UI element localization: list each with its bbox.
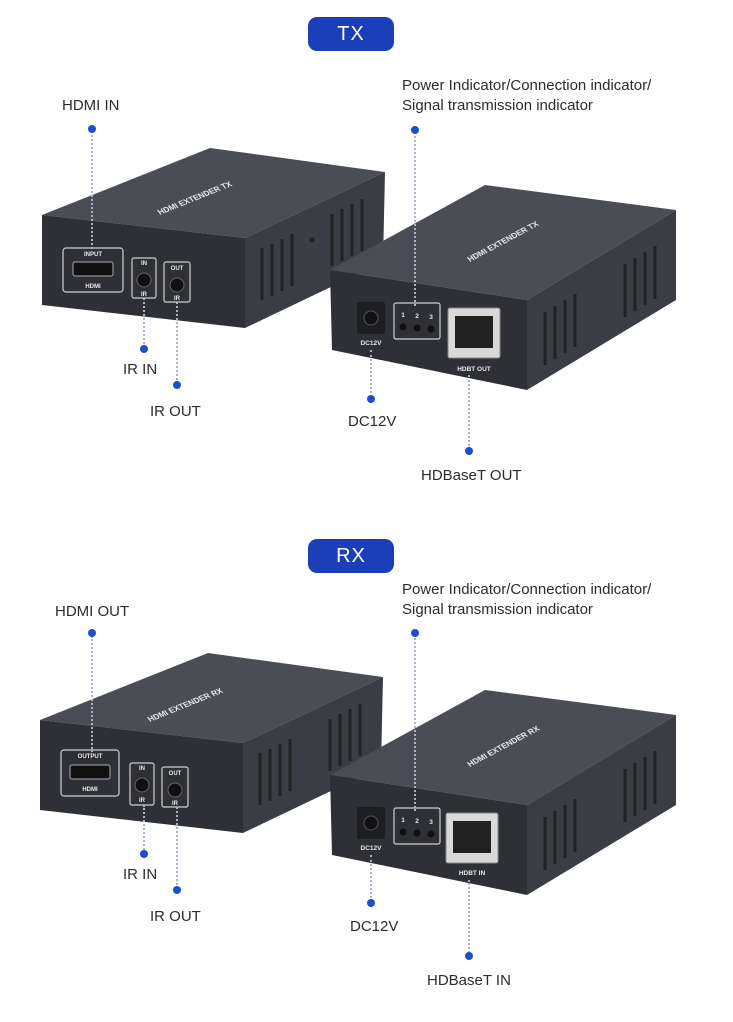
leader-dc — [370, 855, 372, 902]
dot-indicator — [411, 629, 419, 637]
rx-device-illustration: HDMI EXTENDER RX OUTPUT HDMI IN IR OUT I… — [40, 653, 676, 895]
svg-text:INPUT: INPUT — [84, 252, 102, 258]
svg-text:2: 2 — [415, 313, 419, 320]
leader-indicator — [414, 131, 416, 306]
dc12v-label: DC12V — [348, 413, 397, 430]
leader-hdbaset — [468, 880, 470, 953]
hdbaset-out-label: HDBaseT OUT — [421, 467, 522, 484]
dot-indicator — [411, 126, 419, 134]
svg-text:HDBT OUT: HDBT OUT — [457, 366, 491, 373]
leader-hdmi — [91, 131, 93, 249]
rx-badge: RX — [308, 539, 394, 573]
rx-left-device: HDMI EXTENDER RX OUTPUT HDMI IN IR OUT I… — [40, 653, 383, 833]
svg-text:2: 2 — [415, 818, 419, 825]
indicator-label-line2: Signal transmission indicator — [402, 97, 593, 114]
svg-text:OUT: OUT — [169, 771, 182, 777]
svg-text:HDMI: HDMI — [82, 787, 98, 793]
dot-hdbaset — [465, 952, 473, 960]
hdmi-out-label: HDMI OUT — [55, 603, 130, 620]
svg-text:IR: IR — [141, 292, 148, 298]
tx-badge: TX — [308, 17, 394, 51]
svg-text:HDMI: HDMI — [85, 284, 101, 290]
dot-hdmi — [88, 125, 96, 133]
leader-ir-out — [176, 807, 178, 889]
rx-right-device: HDMI EXTENDER RX DC12V 1 2 3 HDBT IN — [330, 690, 676, 895]
hdmi-in-label: HDMI IN — [62, 97, 120, 114]
dot-dc — [367, 899, 375, 907]
tx-left-device: HDMI EXTENDER TX INPUT HDMI IN IR OUT IR — [42, 148, 385, 328]
indicator-label-line1: Power Indicator/Connection indicator/ — [402, 581, 652, 598]
dot-hdbaset — [465, 447, 473, 455]
leader-hdmi — [91, 636, 93, 752]
svg-text:1: 1 — [401, 817, 405, 824]
dc12v-label: DC12V — [350, 918, 399, 935]
dot-ir-in — [140, 345, 148, 353]
dot-dc — [367, 395, 375, 403]
svg-text:1: 1 — [401, 312, 405, 319]
svg-text:IR: IR — [174, 296, 181, 302]
leader-indicator — [414, 635, 416, 811]
dot-ir-in — [140, 850, 148, 858]
indicator-label-line1: Power Indicator/Connection indicator/ — [402, 77, 652, 94]
leader-dc — [370, 350, 372, 397]
tx-device-illustration: HDMI EXTENDER TX INPUT HDMI IN IR OUT IR — [42, 148, 676, 390]
svg-text:OUTPUT: OUTPUT — [78, 754, 103, 760]
dot-ir-out — [173, 886, 181, 894]
ir-out-label: IR OUT — [150, 403, 201, 420]
svg-text:OUT: OUT — [171, 266, 184, 272]
leader-ir-in — [143, 805, 145, 853]
svg-text:3: 3 — [429, 819, 433, 826]
leader-ir-out — [176, 302, 178, 384]
dot-ir-out — [173, 381, 181, 389]
svg-text:IN: IN — [141, 261, 147, 267]
svg-text:IR: IR — [172, 801, 179, 807]
svg-text:IN: IN — [139, 766, 145, 772]
svg-text:DC12V: DC12V — [361, 340, 383, 347]
leader-hdbaset — [468, 375, 470, 450]
ir-in-label: IR IN — [123, 866, 158, 883]
svg-text:IR: IR — [139, 798, 146, 804]
svg-text:3: 3 — [429, 314, 433, 321]
leader-ir-in — [143, 298, 145, 348]
ir-in-label: IR IN — [123, 361, 158, 378]
dot-hdmi — [88, 629, 96, 637]
svg-text:HDBT IN: HDBT IN — [459, 870, 486, 877]
indicator-label-line2: Signal transmission indicator — [402, 601, 593, 618]
hdbaset-in-label: HDBaseT IN — [427, 972, 511, 989]
ir-out-label: IR OUT — [150, 908, 201, 925]
tx-right-device: HDMI EXTENDER TX DC12V 1 2 3 HDBT OUT — [330, 185, 676, 390]
rx-section: RX HDMI OUT Power Indicator/Connection i… — [0, 522, 733, 1022]
svg-text:DC12V: DC12V — [361, 845, 383, 852]
tx-section: TX HDMI IN Power Indicator/Connection in… — [0, 0, 733, 500]
